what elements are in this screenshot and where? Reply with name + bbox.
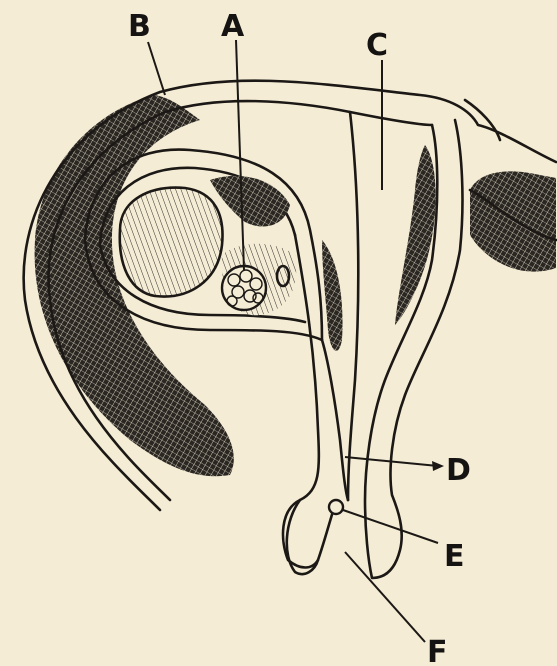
label-e: E	[444, 539, 465, 574]
label-f: F	[427, 635, 448, 666]
right-tissue-shading	[470, 171, 556, 271]
leader-e	[343, 510, 438, 543]
oval-structure	[120, 188, 223, 297]
middle-canal-line	[348, 112, 358, 500]
leader-f	[345, 552, 425, 642]
label-d: D	[446, 453, 471, 488]
follicle-cluster	[222, 266, 266, 310]
leader-d-arrowhead	[432, 461, 444, 471]
label-b: B	[128, 9, 151, 44]
left-tube-outline-2	[322, 340, 348, 500]
leader-b	[148, 42, 165, 95]
label-a: A	[221, 9, 245, 44]
label-c: C	[366, 28, 388, 63]
right-tube-outline	[365, 120, 462, 578]
left-tube-shading	[322, 240, 343, 351]
bulge-structure	[329, 500, 343, 514]
leader-a	[236, 40, 244, 270]
right-tube-shading	[395, 145, 436, 325]
